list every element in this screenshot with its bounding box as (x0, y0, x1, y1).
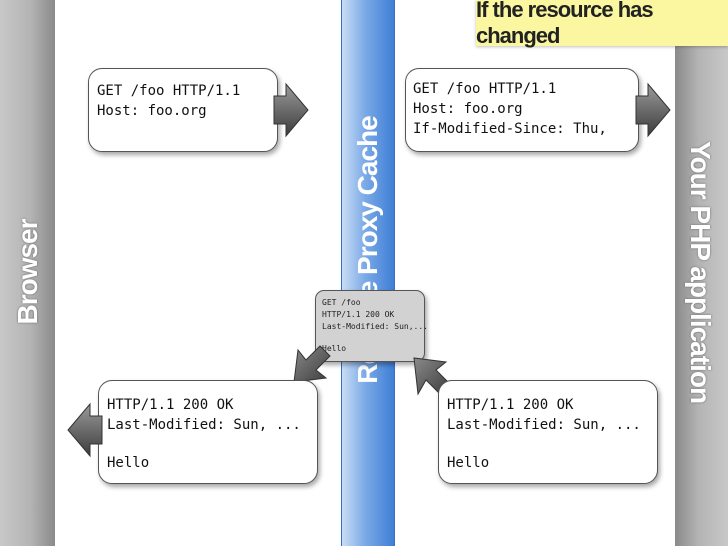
app-response-spacer (447, 435, 649, 453)
cached-entry-spacer (322, 333, 418, 343)
app-response-line-4: Hello (447, 455, 490, 471)
browser-response-line-4: Hello (107, 455, 150, 471)
cached-entry-line-2: HTTP/1.1 200 OK (322, 310, 395, 319)
cache-request-line-1: GET /foo HTTP/1.1 (413, 81, 557, 97)
browser-response-line-2: Last-Modified: Sun, ... (107, 417, 301, 433)
browser-response-line-1: HTTP/1.1 200 OK (107, 397, 234, 413)
left-arrow-icon (67, 402, 103, 458)
browser-lane (0, 0, 55, 546)
cache-lane-label-clip: Reverse Proxy Cache (341, 0, 395, 546)
browser-lane-label: Browser (12, 219, 43, 325)
cache-request-box: GET /foo HTTP/1.1 Host: foo.org If-Modif… (405, 68, 639, 152)
application-lane-label: Your PHP application (685, 140, 716, 404)
scenario-banner: If the resource has changed (476, 0, 728, 48)
cached-entry-box: GET /foo HTTP/1.1 200 OK Last-Modified: … (315, 290, 428, 362)
browser-request-box: GET /foo HTTP/1.1 Host: foo.org (88, 68, 278, 152)
app-response-line-2: Last-Modified: Sun, ... (447, 417, 641, 433)
browser-request-line-1: GET /foo HTTP/1.1 (97, 83, 241, 99)
app-response-box: HTTP/1.1 200 OK Last-Modified: Sun, ... … (438, 380, 658, 484)
browser-response-spacer (107, 435, 309, 453)
arrow-down-left-icon (293, 345, 331, 383)
application-lane (675, 0, 728, 546)
cached-entry-line-3: Last-Modified: Sun,... (322, 322, 428, 331)
cache-lane (341, 0, 395, 546)
app-response-line-1: HTTP/1.1 200 OK (447, 397, 574, 413)
right-arrow-icon (273, 82, 309, 138)
cache-request-line-3: If-Modified-Since: Thu, (413, 121, 607, 137)
cached-entry-line-1: GET /foo (322, 298, 361, 307)
right-arrow-icon (635, 82, 671, 138)
browser-response-box: HTTP/1.1 200 OK Last-Modified: Sun, ... … (98, 380, 318, 484)
cached-entry-line-5: Hello (322, 344, 347, 353)
browser-request-line-2: Host: foo.org (97, 103, 207, 119)
cache-request-line-2: Host: foo.org (413, 101, 523, 117)
